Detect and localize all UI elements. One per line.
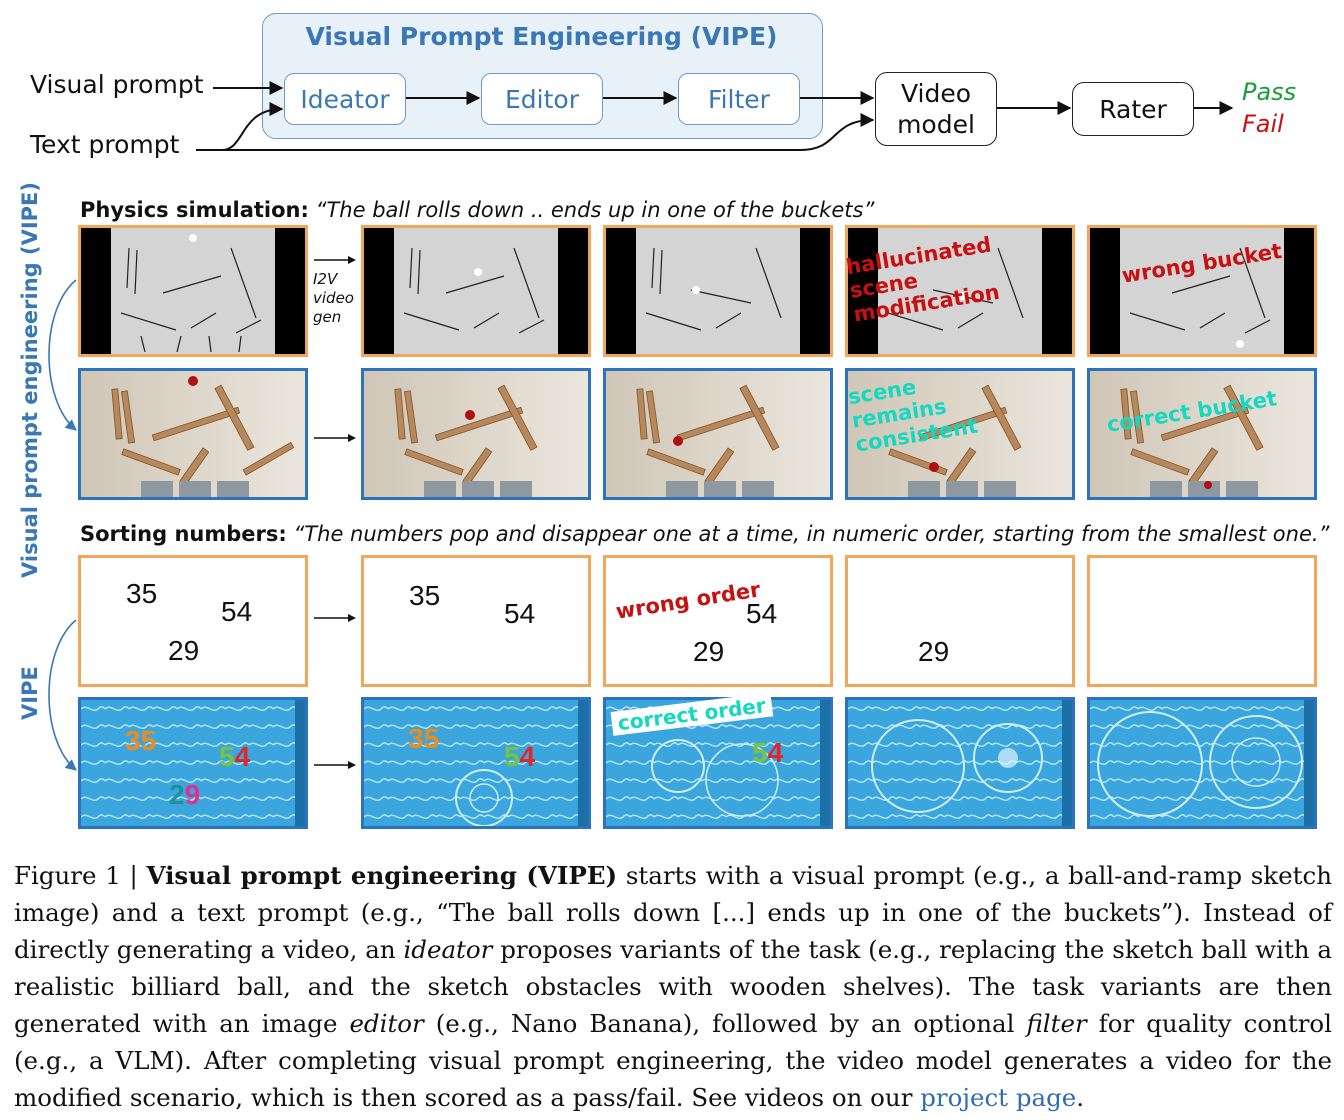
photo-row-arrow <box>314 434 356 442</box>
text-prompt-arrow-ideator <box>196 102 284 151</box>
physics-task-name: Physics simulation: <box>80 198 309 222</box>
text-prompt-label: Text prompt <box>30 130 180 159</box>
ideator-box: Ideator <box>284 73 406 125</box>
svg-text:35: 35 <box>125 725 156 756</box>
sorting-side-label: VIPE <box>18 666 42 720</box>
number-frame-3: 54 29 <box>603 555 833 687</box>
fail-label: Fail <box>1242 110 1284 138</box>
sketch-frame-4 <box>845 225 1075 357</box>
number-frame-2: 35 54 <box>361 555 591 687</box>
visual-prompt-label: Visual prompt <box>30 70 204 99</box>
pool-frame-5 <box>1087 697 1317 829</box>
svg-text:54: 54 <box>219 741 251 772</box>
rater-box: Rater <box>1072 82 1194 136</box>
i2v-arrow <box>314 256 356 264</box>
sketch-frame-3 <box>603 225 833 357</box>
number-frame-1: 35 54 29 <box>78 555 308 687</box>
number-frame-5 <box>1087 555 1317 687</box>
photo-frame-4 <box>845 368 1075 500</box>
sketch-frame-2 <box>361 225 591 357</box>
pipeline-arrows <box>196 81 1234 151</box>
vipe-title: Visual Prompt Engineering (VIPE) <box>305 22 778 51</box>
pool-frame-2: 35 54 <box>361 697 591 829</box>
sorting-title: Sorting numbers: “The numbers pop and di… <box>80 522 1329 546</box>
text-prompt-arrow-video <box>196 113 875 151</box>
physics-title: Physics simulation: “The ball rolls down… <box>80 198 874 222</box>
svg-text:54: 54 <box>504 741 536 772</box>
editor-box: Editor <box>481 73 603 125</box>
caption-bold: Visual prompt engineering (VIPE) <box>146 861 618 890</box>
photo-frame-2 <box>361 368 591 500</box>
sketch-frame-1 <box>78 225 308 357</box>
sketch-frame-5 <box>1087 225 1317 357</box>
number-frame-4: 29 <box>845 555 1075 687</box>
physics-task-quote: “The ball rolls down .. ends up in one o… <box>315 198 875 222</box>
i2v-label: I2V video gen <box>313 270 354 326</box>
pass-label: Pass <box>1242 78 1297 106</box>
caption-label: Figure 1 | <box>14 861 138 890</box>
svg-text:29: 29 <box>169 779 200 810</box>
pool-row-arrow <box>314 761 356 769</box>
pool-frame-4 <box>845 697 1075 829</box>
svg-text:54: 54 <box>752 737 784 768</box>
figure-caption: Figure 1 | Visual prompt engineering (VI… <box>14 861 1332 1112</box>
photo-frame-1 <box>78 368 308 500</box>
sorting-task-quote: “The numbers pop and disappear one at a … <box>293 522 1330 546</box>
video-model-box: Video model <box>875 72 997 146</box>
photo-frame-5 <box>1087 368 1317 500</box>
side-curve-arrows <box>48 279 77 771</box>
svg-text:35: 35 <box>408 723 439 754</box>
project-page-link[interactable]: project page <box>920 1083 1077 1112</box>
number-row-arrow <box>314 614 356 622</box>
pool-frame-1: 35 54 29 <box>78 697 308 829</box>
video-model-label: Video model <box>897 79 975 139</box>
sorting-task-name: Sorting numbers: <box>80 522 287 546</box>
filter-box: Filter <box>678 73 800 125</box>
photo-frame-3 <box>603 368 833 500</box>
